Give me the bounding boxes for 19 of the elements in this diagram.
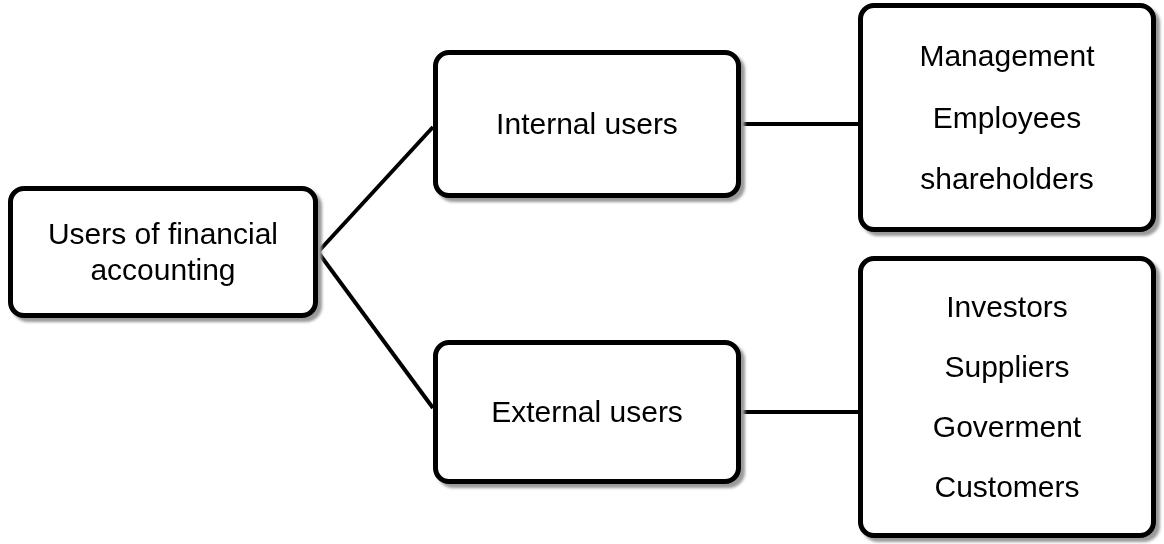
node-label: Suppliers xyxy=(944,349,1070,385)
process-box xyxy=(858,256,1156,538)
node-label: Internal users xyxy=(496,106,678,142)
connector-line xyxy=(741,410,858,414)
node-label: shareholders xyxy=(920,161,1094,198)
connector-line xyxy=(316,125,435,254)
process-box xyxy=(858,3,1156,232)
process-box xyxy=(433,340,741,484)
connector-line xyxy=(316,250,435,410)
node-label: Investors xyxy=(946,289,1068,325)
node-label: Management xyxy=(919,37,1095,74)
node-label: Customers xyxy=(934,469,1080,505)
node-label: Employees xyxy=(932,99,1082,136)
process-box xyxy=(433,50,741,198)
connector-line xyxy=(741,122,858,126)
node-label: External users xyxy=(491,394,683,430)
process-box xyxy=(8,186,318,318)
node-label: Users of financial accounting xyxy=(46,216,280,288)
node-label: Goverment xyxy=(932,409,1082,445)
